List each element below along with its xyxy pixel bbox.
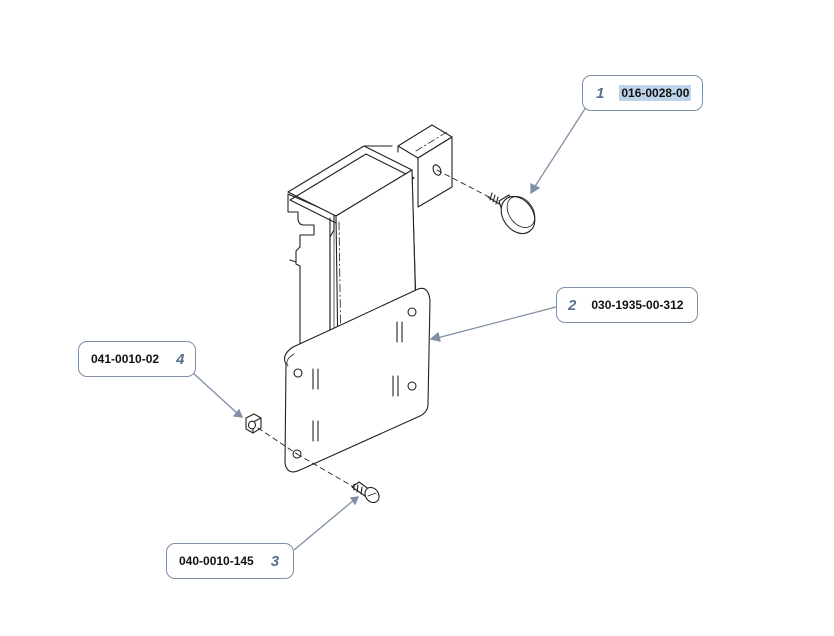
thumb-screw [487, 192, 536, 235]
assembly-axes [257, 169, 492, 487]
square-tube [397, 124, 453, 208]
part-number: 041-0010-02 [91, 352, 160, 366]
callout-number: 1 [596, 84, 605, 102]
callout-2: 2 030-1935-00-312 [556, 287, 698, 323]
callout-4: 041-0010-02 4 [78, 341, 196, 377]
callout-1: 1 016-0028-00 [582, 75, 703, 111]
callout-3: 040-0010-145 3 [166, 543, 294, 579]
callout-number: 2 [568, 296, 577, 314]
part-number: 040-0010-145 [179, 554, 254, 568]
part-number: 016-0028-00 [619, 85, 692, 101]
mounting-plate [284, 287, 431, 473]
part-number: 030-1935-00-312 [591, 298, 684, 312]
leader-lines [191, 100, 591, 551]
machine-screw [351, 481, 380, 504]
hex-nut [245, 413, 262, 434]
callout-number: 4 [176, 350, 185, 368]
callout-number: 3 [270, 552, 280, 570]
